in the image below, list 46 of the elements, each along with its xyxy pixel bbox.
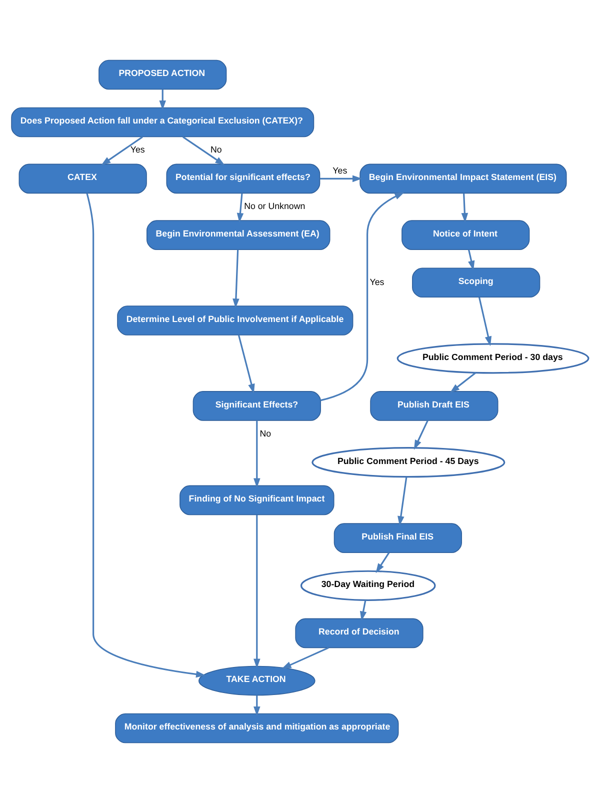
arrow [282,646,329,668]
node-ellipse: 30-Day Waiting Period [300,570,436,600]
edge-label: Yes [332,165,348,176]
arrow [376,552,390,573]
arrow [360,600,367,620]
node-box: Determine Level of Public Involvement if Applicable [117,305,354,335]
node-ellipse: Public Comment Period - 45 Days [312,446,506,478]
arrow [254,514,260,668]
node-box: Scoping [412,267,540,298]
edge-label: Yes [130,144,145,154]
node-box: Begin Environmental Assessment (EA) [146,220,330,250]
edge-label: No or Unknown [244,200,306,211]
arrow [86,192,206,678]
node-box: CATEX [18,163,147,194]
arrow [461,192,468,222]
node-box: Significant Effects? [192,390,321,420]
node-ellipse: TAKE ACTION [198,665,316,696]
arrow [398,476,408,526]
edge-label: Yes [370,276,384,286]
arrow [100,136,143,165]
arrow [254,694,260,716]
node-box: Notice of Intent [402,220,530,250]
arrow [450,372,476,392]
arrow [159,88,166,110]
node-box: PROPOSED ACTION [98,59,227,90]
arrow [236,192,244,222]
node-ellipse: Public Comment Period - 30 days [396,342,590,374]
arrow [238,334,255,394]
node-box: Does Proposed Action fall under a Categorical Exclusion (CATEX)? [11,106,314,137]
node-box: Record of Decision [295,618,424,648]
node-box: Begin Environmental Impact Statement (EIS) [360,163,567,194]
node-box: Potential for significant effects? [166,163,320,194]
arrow [478,296,492,346]
node-box: Publish Draft EIS [370,390,498,420]
edge-label: No [210,144,222,154]
arrow [254,420,260,488]
arrow [320,192,404,401]
arrow [468,249,475,270]
arrow [232,249,240,308]
arrow [182,136,225,165]
arrow [414,420,428,450]
edge-label: No [260,428,272,438]
node-box: Monitor effectiveness of analysis and mitigation as appropriate [115,712,399,743]
node-box: Publish Final EIS [334,522,462,552]
node-box: Finding of No Significant Impact [180,484,334,515]
arrow [320,174,362,182]
